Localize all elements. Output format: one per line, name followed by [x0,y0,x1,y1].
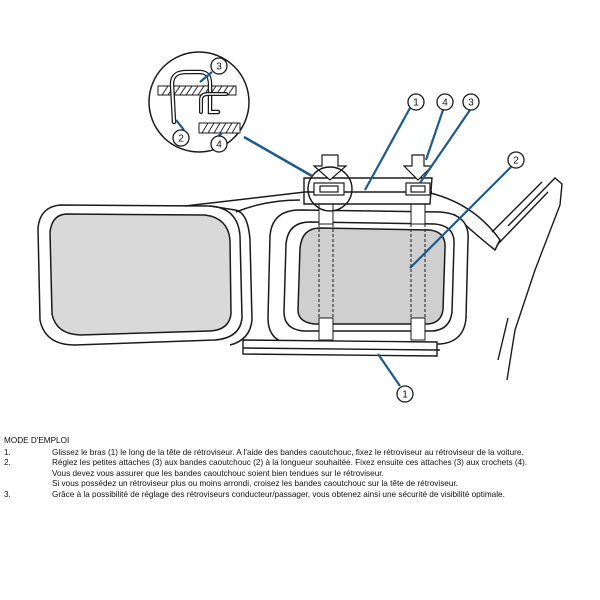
attach-clips [313,182,431,196]
detail-attach-bar [157,85,237,96]
detail-circle [148,51,250,153]
svg-text:2: 2 [513,156,519,167]
step-number: 1. [4,447,11,457]
step-number: 2. [4,458,11,468]
callout-detail-clip: 4 [210,135,228,153]
svg-text:4: 4 [216,140,222,151]
callout-detail-band: 2 [172,129,190,147]
step-text: Réglez les petites attaches (3) aux band… [52,458,596,490]
callout-bottom-arm: 1 [396,385,414,403]
instruction-step: 1. Glissez le bras (1) le long de la têt… [4,448,596,459]
detail-clip-bar [198,122,241,134]
step-line: Glissez le bras (1) le long de la tête d… [52,447,524,457]
clip-highlight-circle [307,166,353,212]
svg-text:4: 4 [442,98,448,109]
instructions-title: MODE D'EMPLOI [4,436,70,445]
mirror-extension-illustration: 1 4 3 2 1 3 2 4 [37,51,563,403]
svg-text:1: 1 [402,390,408,401]
bottom-arm [242,339,438,357]
step-line: Grâce à la possibilité de réglage des ré… [52,489,505,499]
svg-text:2: 2 [178,134,184,145]
callout-detail-attach: 3 [210,57,228,75]
instructions-section: MODE D'EMPLOI 1. Glissez le bras (1) le … [4,436,596,501]
step-line: Réglez les petites attaches (3) aux band… [52,458,528,468]
svg-text:3: 3 [468,98,474,109]
step-line: Vous devez vous assurer que les bandes c… [52,468,384,478]
step-text: Grâce à la possibilité de réglage des ré… [52,490,596,501]
svg-text:1: 1 [413,98,419,109]
step-line: Si vous possédez un rétroviseur plus ou … [52,479,458,489]
callout-top-attach: 3 [462,93,480,111]
step-text: Glissez le bras (1) le long de la tête d… [52,448,596,459]
car-door-outline [491,177,563,381]
callout-top-arm: 1 [407,93,425,111]
instruction-step: 3. Grâce à la possibilité de réglage des… [4,490,596,501]
car-mirror [267,209,469,345]
callout-band: 2 [507,151,525,169]
step-number: 3. [4,489,11,499]
rubber-bands [318,203,426,341]
svg-text:3: 3 [216,62,222,73]
instruction-step: 2. Réglez les petites attaches (3) aux b… [4,458,596,490]
detail-leader-line [243,135,313,178]
extension-mirror [37,204,253,346]
callout-top-clip: 4 [436,93,454,111]
